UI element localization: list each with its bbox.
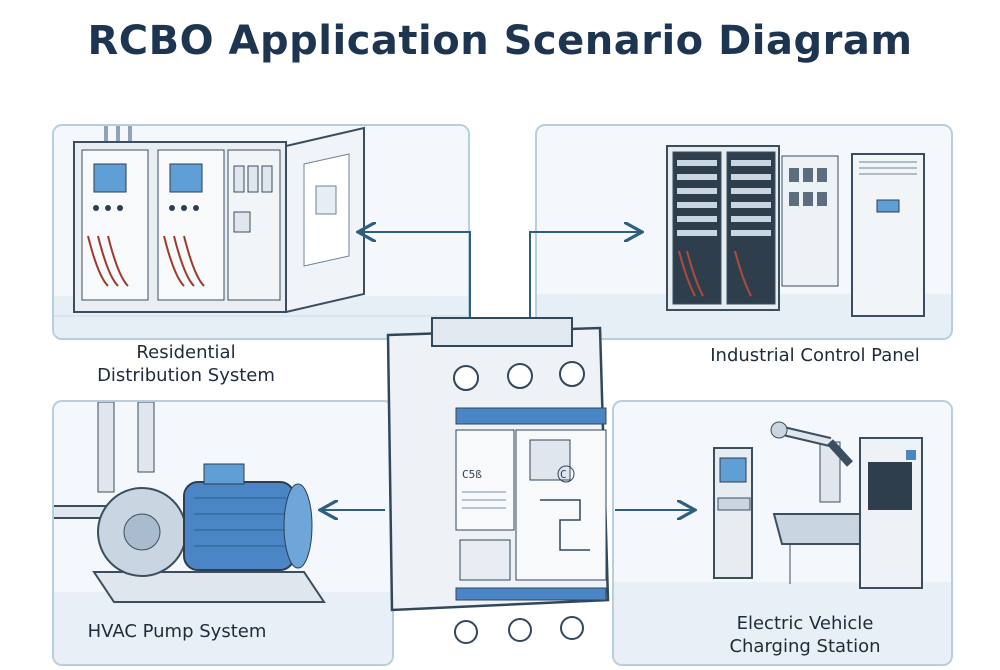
rcbo-side-mark: C [560, 468, 567, 481]
industrial-label: Industrial Control Panel [660, 344, 970, 367]
connector-arrows [322, 232, 693, 510]
diagram-title: RCBO Application Scenario Diagram [87, 18, 913, 64]
rcbo-device-icon: C5ß C [386, 317, 610, 644]
industrial-scenario-panel [535, 124, 953, 340]
electrical-cabinet-icon [54, 126, 468, 338]
ev-scenario-panel [612, 400, 953, 666]
hvac-label: HVAC Pump System [62, 620, 292, 643]
hvac-label-text: HVAC Pump System [87, 621, 267, 642]
pump-motor-icon [54, 402, 392, 664]
hvac-scenario-panel [52, 400, 394, 666]
residential-label-text: Residential Distribution System [97, 342, 275, 386]
robot-arm-conveyor-icon [614, 421, 951, 664]
ev-label: Electric Vehicle Charging Station [690, 612, 920, 658]
control-panel-icon [537, 145, 951, 338]
ev-label-text: Electric Vehicle Charging Station [729, 613, 881, 657]
industrial-label-text: Industrial Control Panel [710, 345, 920, 366]
residential-label: Residential Distribution System [56, 341, 316, 387]
rcbo-model-label: C5ß [462, 468, 482, 481]
